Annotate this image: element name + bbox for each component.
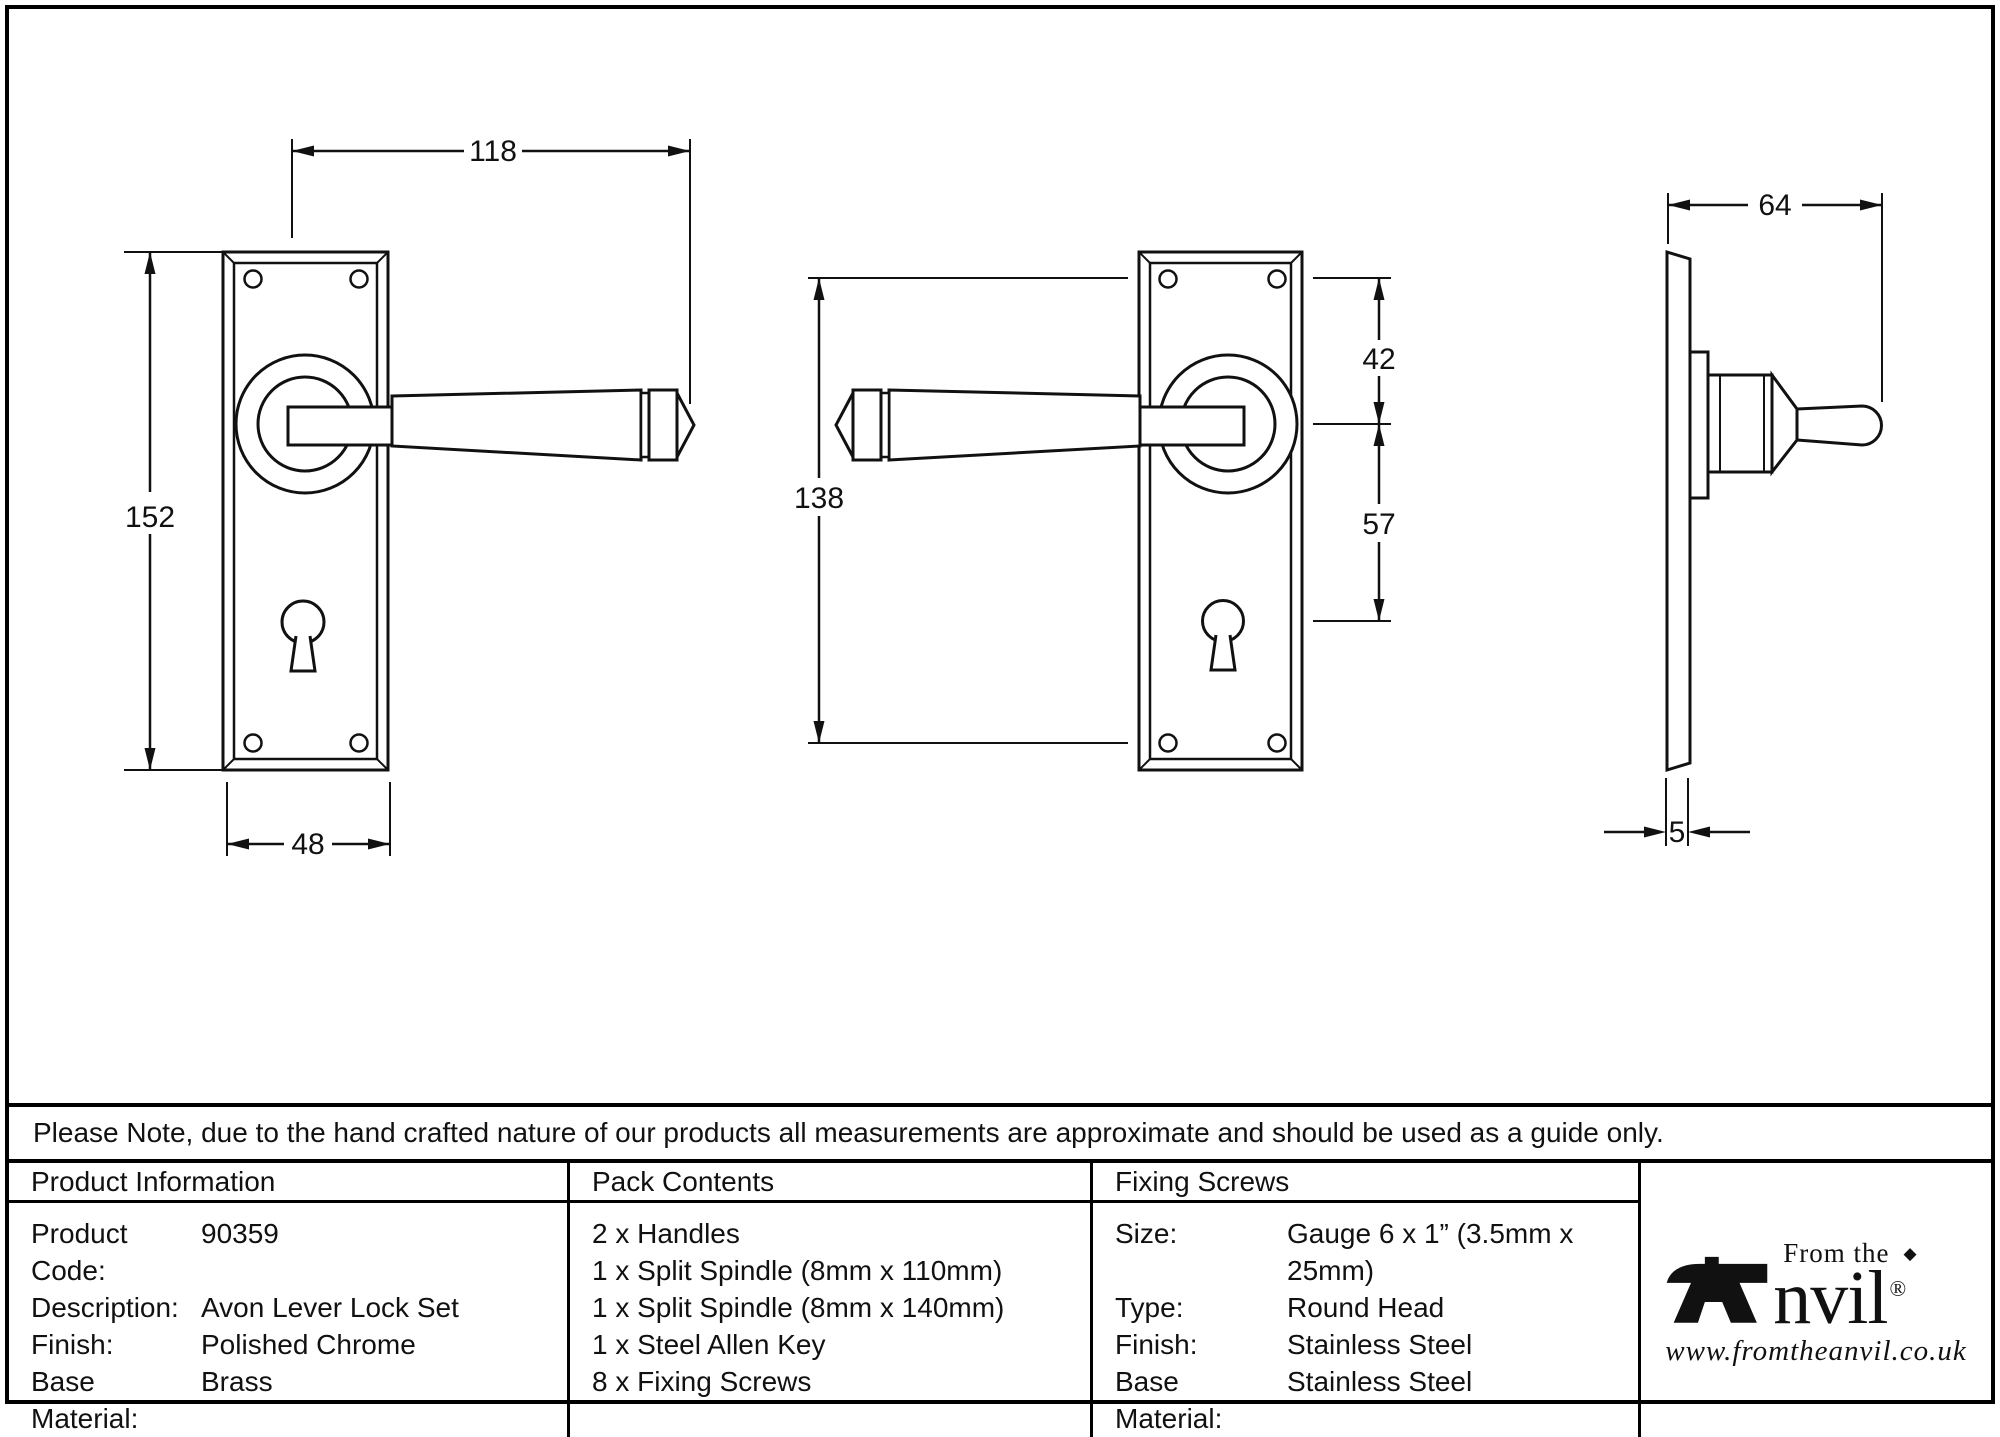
screw-hole — [349, 733, 369, 753]
dim-spindle-to-keyhole: 57 — [1362, 424, 1396, 621]
dim-57-label: 57 — [1362, 508, 1395, 541]
row-value: Polished Chrome — [201, 1329, 416, 1360]
dim-64-label: 64 — [1758, 189, 1791, 222]
finial-cone — [1770, 370, 1799, 477]
screw-hole — [349, 269, 369, 289]
brand-logo-cell: From the ◆ nvil® www.fromtheanvil.co.uk — [1641, 1163, 1991, 1437]
screw-hole — [243, 269, 263, 289]
finial-cap — [647, 388, 679, 462]
row-label: Finish: — [1115, 1329, 1198, 1360]
product-information-cell: Product Code: 90359 Description: Avon Le… — [9, 1203, 570, 1437]
row-label: Description: — [31, 1292, 179, 1323]
fixing-screws-cell: Size: Gauge 6 x 1” (3.5mm x 25mm) Type: … — [1093, 1203, 1641, 1437]
list-item: 1 x Split Spindle (8mm x 110mm) — [592, 1255, 1003, 1286]
list-item: 8 x Fixing Screws — [592, 1366, 812, 1397]
technical-drawing: 118 152 48 — [124, 135, 1883, 861]
finial-tip — [834, 392, 855, 458]
row-value: Stainless Steel — [1287, 1329, 1473, 1360]
row-label: Product Code: — [31, 1218, 128, 1286]
registered-mark: ® — [1889, 1276, 1906, 1302]
brand-text-main: nvil — [1773, 1255, 1888, 1340]
backplate-bevel — [1148, 261, 1293, 761]
spec-table: Product Information Pack Contents Fixing… — [9, 1163, 1991, 1437]
lever-neck — [1138, 405, 1246, 447]
list-item: 1 x Steel Allen Key — [592, 1329, 826, 1360]
header-fixing-screws: Fixing Screws — [1093, 1163, 1641, 1203]
table-row: Type: Round Head — [1115, 1289, 1638, 1326]
row-label: Base Material: — [31, 1366, 139, 1434]
row-label: Finish: — [31, 1329, 114, 1360]
table-row: Finish: Stainless Steel — [1115, 1326, 1638, 1363]
dim-thickness: 5 — [1604, 778, 1750, 849]
table-row: Base Material: Stainless Steel — [1115, 1363, 1638, 1437]
brand-text-small: From the — [1783, 1237, 1890, 1268]
lever-grip — [390, 388, 643, 462]
row-value: 90359 — [201, 1218, 279, 1249]
backplate-outline — [1137, 250, 1304, 772]
anvil-icon — [1666, 1257, 1768, 1324]
bevel-miters — [1138, 251, 1303, 771]
grip-profile — [1795, 404, 1883, 447]
note-row: Please Note, due to the hand crafted nat… — [9, 1103, 1991, 1163]
sheet-frame: 118 152 48 — [5, 5, 1995, 1437]
list-item: 1 x Split Spindle (8mm x 140mm) — [592, 1292, 1005, 1323]
screw-hole — [243, 733, 263, 753]
diamond-icon: ◆ — [1903, 1243, 1918, 1263]
pack-contents-cell: 2 x Handles 1 x Split Spindle (8mm x 110… — [570, 1203, 1093, 1437]
screw-hole — [1158, 733, 1178, 753]
table-row: Size: Gauge 6 x 1” (3.5mm x 25mm) — [1115, 1215, 1638, 1289]
dim-5-label: 5 — [1669, 816, 1686, 849]
note-text: Please Note, due to the hand crafted nat… — [33, 1117, 1664, 1148]
row-value: Stainless Steel — [1287, 1366, 1473, 1397]
side-view — [1665, 249, 1883, 773]
brand-website: www.fromtheanvil.co.uk — [1665, 1335, 1967, 1368]
backplate-bevel — [232, 261, 379, 761]
finial-cap — [851, 388, 883, 462]
finial-tip — [675, 392, 696, 458]
table-row: Description: Avon Lever Lock Set — [31, 1289, 567, 1326]
keyhole-stem — [1209, 634, 1237, 672]
dim-42-label: 42 — [1362, 343, 1395, 376]
dim-118-label: 118 — [469, 135, 517, 168]
rose-shoulder — [1688, 350, 1710, 500]
header-pack-contents: Pack Contents — [570, 1163, 1093, 1203]
screw-hole — [1158, 269, 1178, 289]
keyhole-stem — [289, 635, 317, 673]
dim-fixing-centres: 138 — [794, 277, 1128, 744]
row-label: Base Material: — [1115, 1366, 1223, 1434]
row-value: Avon Lever Lock Set — [201, 1292, 459, 1323]
row-label: Size: — [1115, 1218, 1178, 1249]
row-value: Round Head — [1287, 1292, 1445, 1323]
row-value: Gauge 6 x 1” (3.5mm x 25mm) — [1287, 1218, 1574, 1286]
dim-plate-width: 48 — [226, 782, 391, 861]
dim-plate-height: 152 — [124, 251, 222, 771]
header-product-information: Product Information — [9, 1163, 570, 1203]
screw-hole — [1267, 269, 1287, 289]
dim-projection: 64 — [1667, 189, 1883, 402]
list-item: 2 x Handles — [592, 1218, 740, 1249]
lever-neck — [286, 405, 394, 447]
bevel-miters — [222, 251, 389, 771]
table-row: Product Code: 90359 — [31, 1215, 567, 1289]
rose-barrel — [1706, 373, 1774, 474]
spec-sheet: { "drawing": { "front_view": { "handle_l… — [5, 5, 1995, 1437]
brand-logo: From the ◆ nvil® www.fromtheanvil.co.uk — [1665, 1238, 1967, 1369]
barrel-rings — [1719, 375, 1765, 472]
row-label: Type: — [1115, 1292, 1184, 1323]
brand-wordmark: From the ◆ nvil® — [1773, 1237, 1918, 1336]
screw-hole — [1267, 733, 1287, 753]
row-value: Brass — [201, 1366, 273, 1397]
table-row: Base Material: Brass — [31, 1363, 567, 1437]
lever-grip — [887, 388, 1142, 462]
dim-138-label: 138 — [794, 482, 844, 515]
dim-handle-length: 118 — [291, 135, 691, 404]
dim-48-label: 48 — [291, 828, 324, 861]
backplate-outline — [221, 250, 390, 772]
dim-top-to-spindle: 42 — [1313, 277, 1396, 622]
plate-profile — [1665, 249, 1692, 773]
dim-152-label: 152 — [125, 501, 175, 534]
table-row: Finish: Polished Chrome — [31, 1326, 567, 1363]
middle-view — [834, 250, 1304, 772]
front-view — [221, 250, 696, 772]
